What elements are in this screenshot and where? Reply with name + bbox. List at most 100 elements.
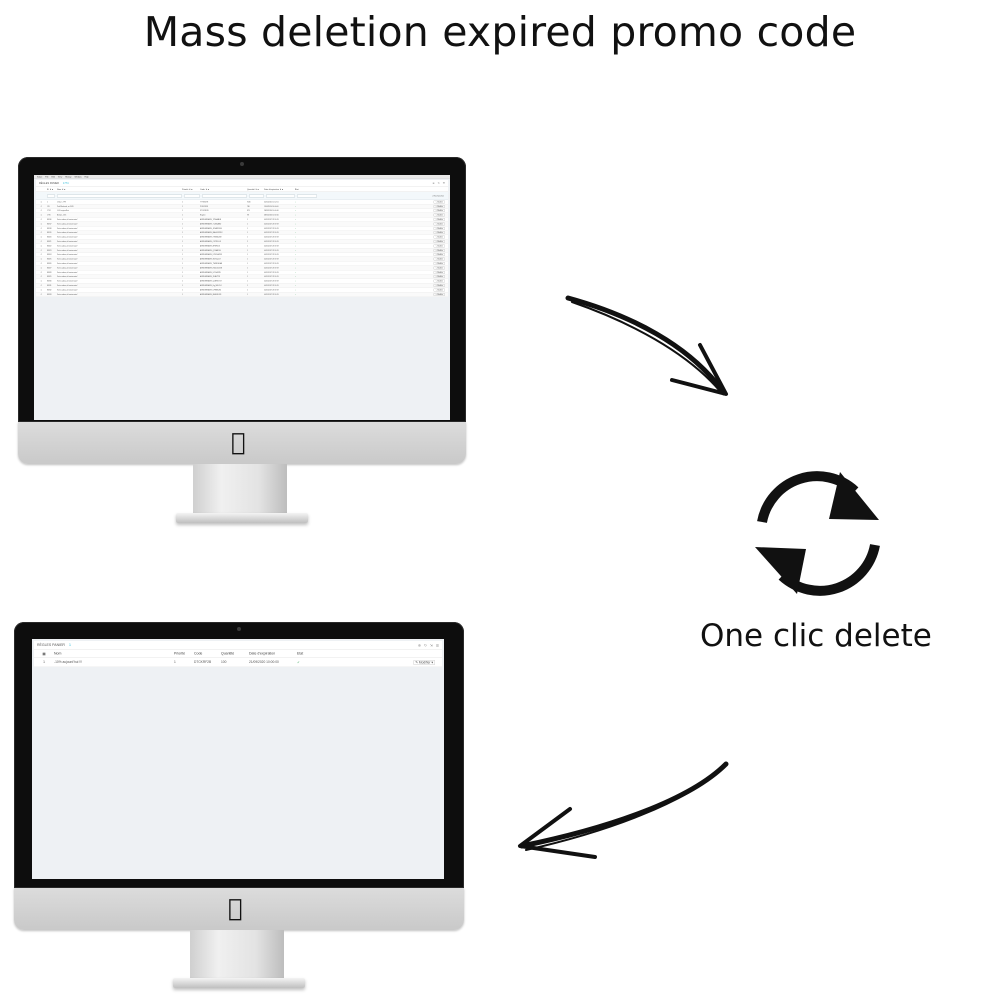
status-check-icon[interactable]: ✓ bbox=[295, 288, 297, 291]
row-checkbox[interactable]: ☐ bbox=[40, 244, 43, 247]
status-check-icon[interactable]: ✓ bbox=[295, 222, 297, 225]
edit-button[interactable]: ✎ Modifier bbox=[433, 279, 445, 283]
column-header[interactable]: ID ▼▲ bbox=[47, 188, 54, 191]
column-header[interactable]: Priorité bbox=[174, 652, 186, 656]
status-check-icon[interactable]: ✓ bbox=[295, 240, 297, 243]
edit-button[interactable]: ✎ Modifier bbox=[433, 257, 445, 261]
sql-icon[interactable]: ☰ bbox=[442, 181, 445, 185]
edit-button[interactable]: ✎ Modifier bbox=[433, 275, 445, 279]
column-header[interactable]: Code bbox=[194, 652, 203, 656]
add-icon[interactable]: ⊕ bbox=[418, 643, 421, 648]
add-icon[interactable]: ⊕ bbox=[432, 181, 435, 185]
row-checkbox[interactable]: ☐ bbox=[40, 240, 43, 243]
menubar-item[interactable]: History bbox=[65, 175, 72, 179]
status-check-icon[interactable]: ✓ bbox=[295, 280, 297, 283]
row-checkbox[interactable]: ☐ bbox=[40, 258, 43, 261]
menubar-item[interactable]: View bbox=[57, 175, 63, 179]
status-check-icon[interactable]: ✓ bbox=[295, 271, 297, 274]
row-checkbox[interactable]: ☐ bbox=[40, 200, 43, 203]
status-check-icon[interactable]: ✓ bbox=[295, 262, 297, 265]
row-checkbox[interactable]: ☐ bbox=[40, 205, 43, 208]
filter-priority-input[interactable] bbox=[184, 194, 200, 198]
row-checkbox[interactable]: ☐ bbox=[40, 284, 43, 287]
column-header[interactable]: Date d'expiration bbox=[249, 652, 276, 656]
row-checkbox[interactable]: ☐ bbox=[40, 209, 43, 212]
edit-button[interactable]: ✎ Modifier bbox=[433, 231, 445, 235]
status-check-icon[interactable]: ✓ bbox=[295, 214, 297, 217]
caret-down-icon[interactable]: ▾ bbox=[430, 660, 433, 665]
bulk-select-icon[interactable]: ▦ bbox=[42, 652, 46, 656]
edit-button[interactable]: ✎ Modifier bbox=[433, 248, 445, 252]
column-header[interactable]: État bbox=[295, 188, 299, 191]
status-check-icon[interactable]: ✓ bbox=[295, 275, 297, 278]
edit-button[interactable]: ✎ Modifier ▾ bbox=[413, 659, 435, 665]
status-check-icon[interactable]: ✓ bbox=[295, 266, 297, 269]
row-checkbox[interactable]: ☐ bbox=[40, 275, 43, 278]
row-checkbox[interactable]: ☐ bbox=[40, 262, 43, 265]
status-check-icon[interactable]: ✓ bbox=[295, 244, 297, 247]
row-checkbox[interactable]: ☐ bbox=[40, 249, 43, 252]
edit-button[interactable]: ✎ Modifier bbox=[433, 266, 445, 270]
edit-button[interactable]: ✎ Modifier bbox=[433, 288, 445, 292]
search-button[interactable]: ⌕ Rechercher bbox=[432, 195, 444, 198]
status-check-icon[interactable]: ✓ bbox=[295, 284, 297, 287]
column-header[interactable]: Date d'expiration ▼▲ bbox=[264, 188, 284, 191]
edit-button[interactable]: ✎ Modifier bbox=[433, 218, 445, 222]
row-checkbox[interactable]: ☐ bbox=[40, 236, 43, 239]
column-header[interactable]: Quantité bbox=[221, 652, 235, 656]
column-header[interactable]: Priorité ▼▲ bbox=[182, 188, 193, 191]
status-check-icon[interactable]: ✓ bbox=[295, 209, 297, 212]
status-check-icon[interactable]: ✓ bbox=[295, 231, 297, 234]
row-checkbox[interactable]: ☐ bbox=[40, 253, 43, 256]
row-checkbox[interactable]: ☐ bbox=[40, 218, 43, 221]
filter-state-select[interactable] bbox=[297, 194, 317, 198]
filter-code-input[interactable] bbox=[202, 194, 247, 198]
row-checkbox[interactable]: ☐ bbox=[40, 266, 43, 269]
status-check-icon[interactable]: ✓ bbox=[295, 249, 297, 252]
menubar-item[interactable]: Window bbox=[74, 175, 82, 179]
edit-button[interactable]: ✎ Modifier bbox=[433, 262, 445, 266]
filter-id-input[interactable] bbox=[47, 194, 55, 198]
menubar-item[interactable]: Edit bbox=[51, 175, 55, 179]
sql-icon[interactable]: ☰ bbox=[435, 643, 439, 648]
edit-button[interactable]: ✎ Modifier bbox=[433, 240, 445, 244]
status-check-icon[interactable]: ✓ bbox=[295, 200, 297, 203]
edit-button[interactable]: ✎ Modifier bbox=[433, 209, 445, 213]
row-checkbox[interactable]: ☐ bbox=[40, 293, 43, 296]
column-header[interactable]: Nom ▼▲ bbox=[57, 188, 66, 191]
row-checkbox[interactable]: ☐ bbox=[40, 288, 43, 291]
row-checkbox[interactable]: ☐ bbox=[40, 280, 43, 283]
column-header[interactable]: Code ▼▲ bbox=[200, 188, 210, 191]
status-check-icon[interactable]: ✓ bbox=[295, 293, 297, 296]
edit-button[interactable]: ✎ Modifier bbox=[433, 204, 445, 208]
status-check-icon[interactable]: ✓ bbox=[295, 258, 297, 261]
export-icon[interactable]: ⇲ bbox=[429, 643, 433, 648]
edit-button[interactable]: ✎ Modifier bbox=[433, 235, 445, 239]
column-header[interactable]: État bbox=[297, 652, 304, 656]
row-checkbox[interactable]: ☐ bbox=[40, 214, 43, 217]
column-header[interactable]: Quantité ▼▲ bbox=[247, 188, 260, 191]
status-check-icon[interactable]: ✓ bbox=[295, 253, 297, 256]
filter-date-input[interactable] bbox=[266, 194, 295, 198]
row-checkbox[interactable]: ☐ bbox=[40, 222, 43, 225]
refresh-icon[interactable]: ↻ bbox=[423, 643, 427, 648]
row-checkbox[interactable]: ☐ bbox=[40, 271, 43, 274]
